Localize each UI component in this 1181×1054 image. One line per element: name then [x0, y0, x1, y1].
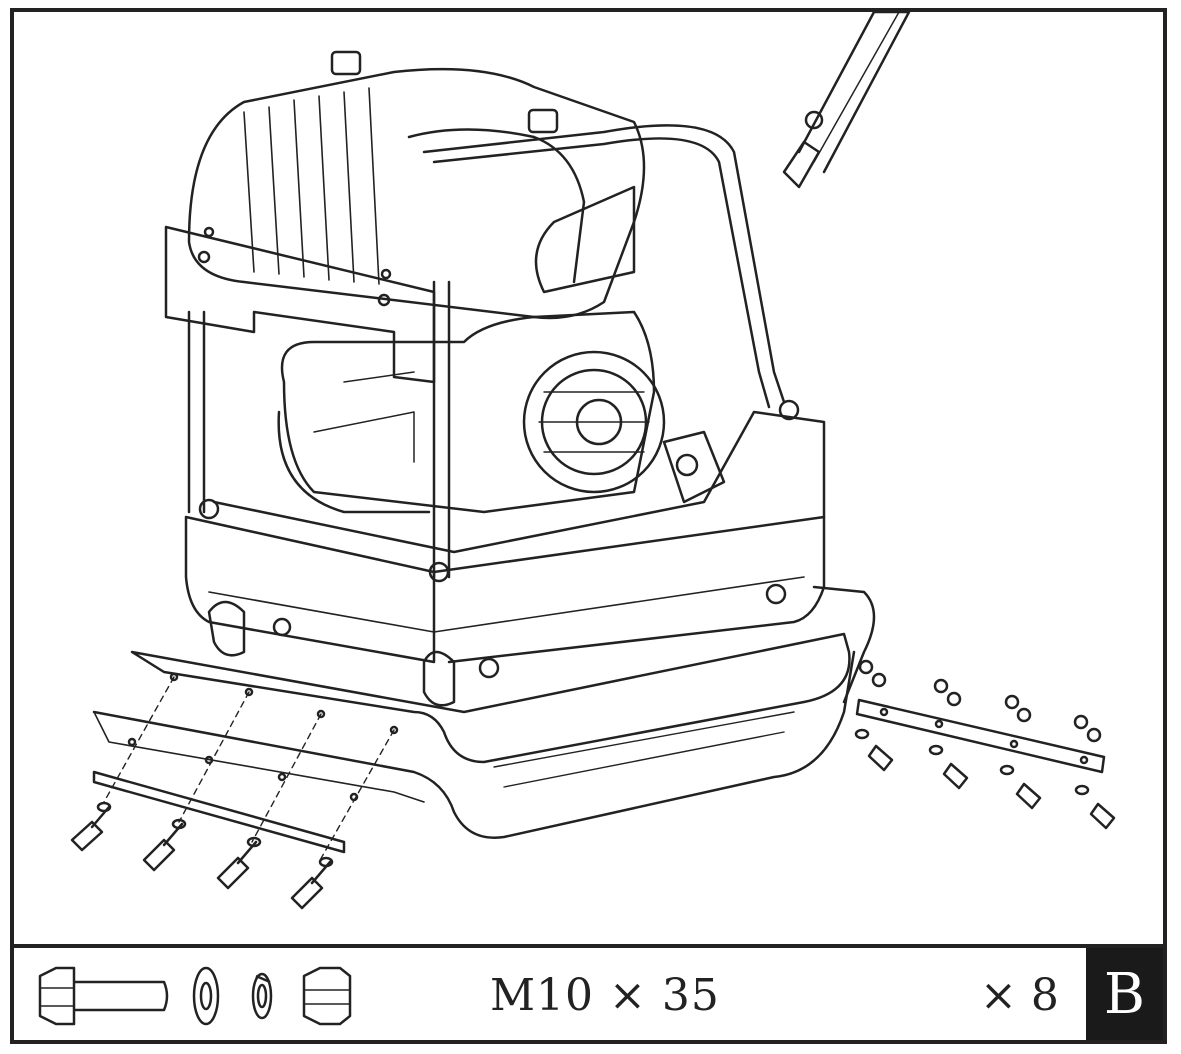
hardware-footer: M10 × 35 × 8 B	[14, 948, 1163, 1040]
tank-bracket	[164, 225, 436, 384]
spring-washer-icon	[251, 972, 273, 1020]
bolt-icon	[38, 966, 169, 1026]
right-buffer-plate	[855, 698, 1106, 774]
handle-bar	[782, 12, 911, 189]
plate-compactor-illustration	[70, 12, 1116, 910]
hardware-icons	[38, 966, 352, 1026]
exciter-housing	[184, 410, 826, 707]
step-badge: B	[1086, 948, 1163, 1040]
footer-divider	[14, 944, 1163, 948]
fuel-tank	[187, 50, 646, 320]
left-bolts	[70, 801, 334, 910]
diagram-frame	[10, 8, 1167, 1044]
fastener-spec: M10 × 35	[490, 970, 720, 1021]
left-buffer-plate	[92, 672, 399, 863]
hex-nut-icon	[302, 966, 352, 1026]
flat-washer-icon	[192, 966, 220, 1026]
fastener-quantity: × 8	[980, 970, 1059, 1021]
base-plate	[92, 585, 876, 839]
engine	[277, 185, 726, 514]
right-nuts-and-bolts	[854, 659, 1116, 830]
roll-frame	[187, 124, 800, 583]
